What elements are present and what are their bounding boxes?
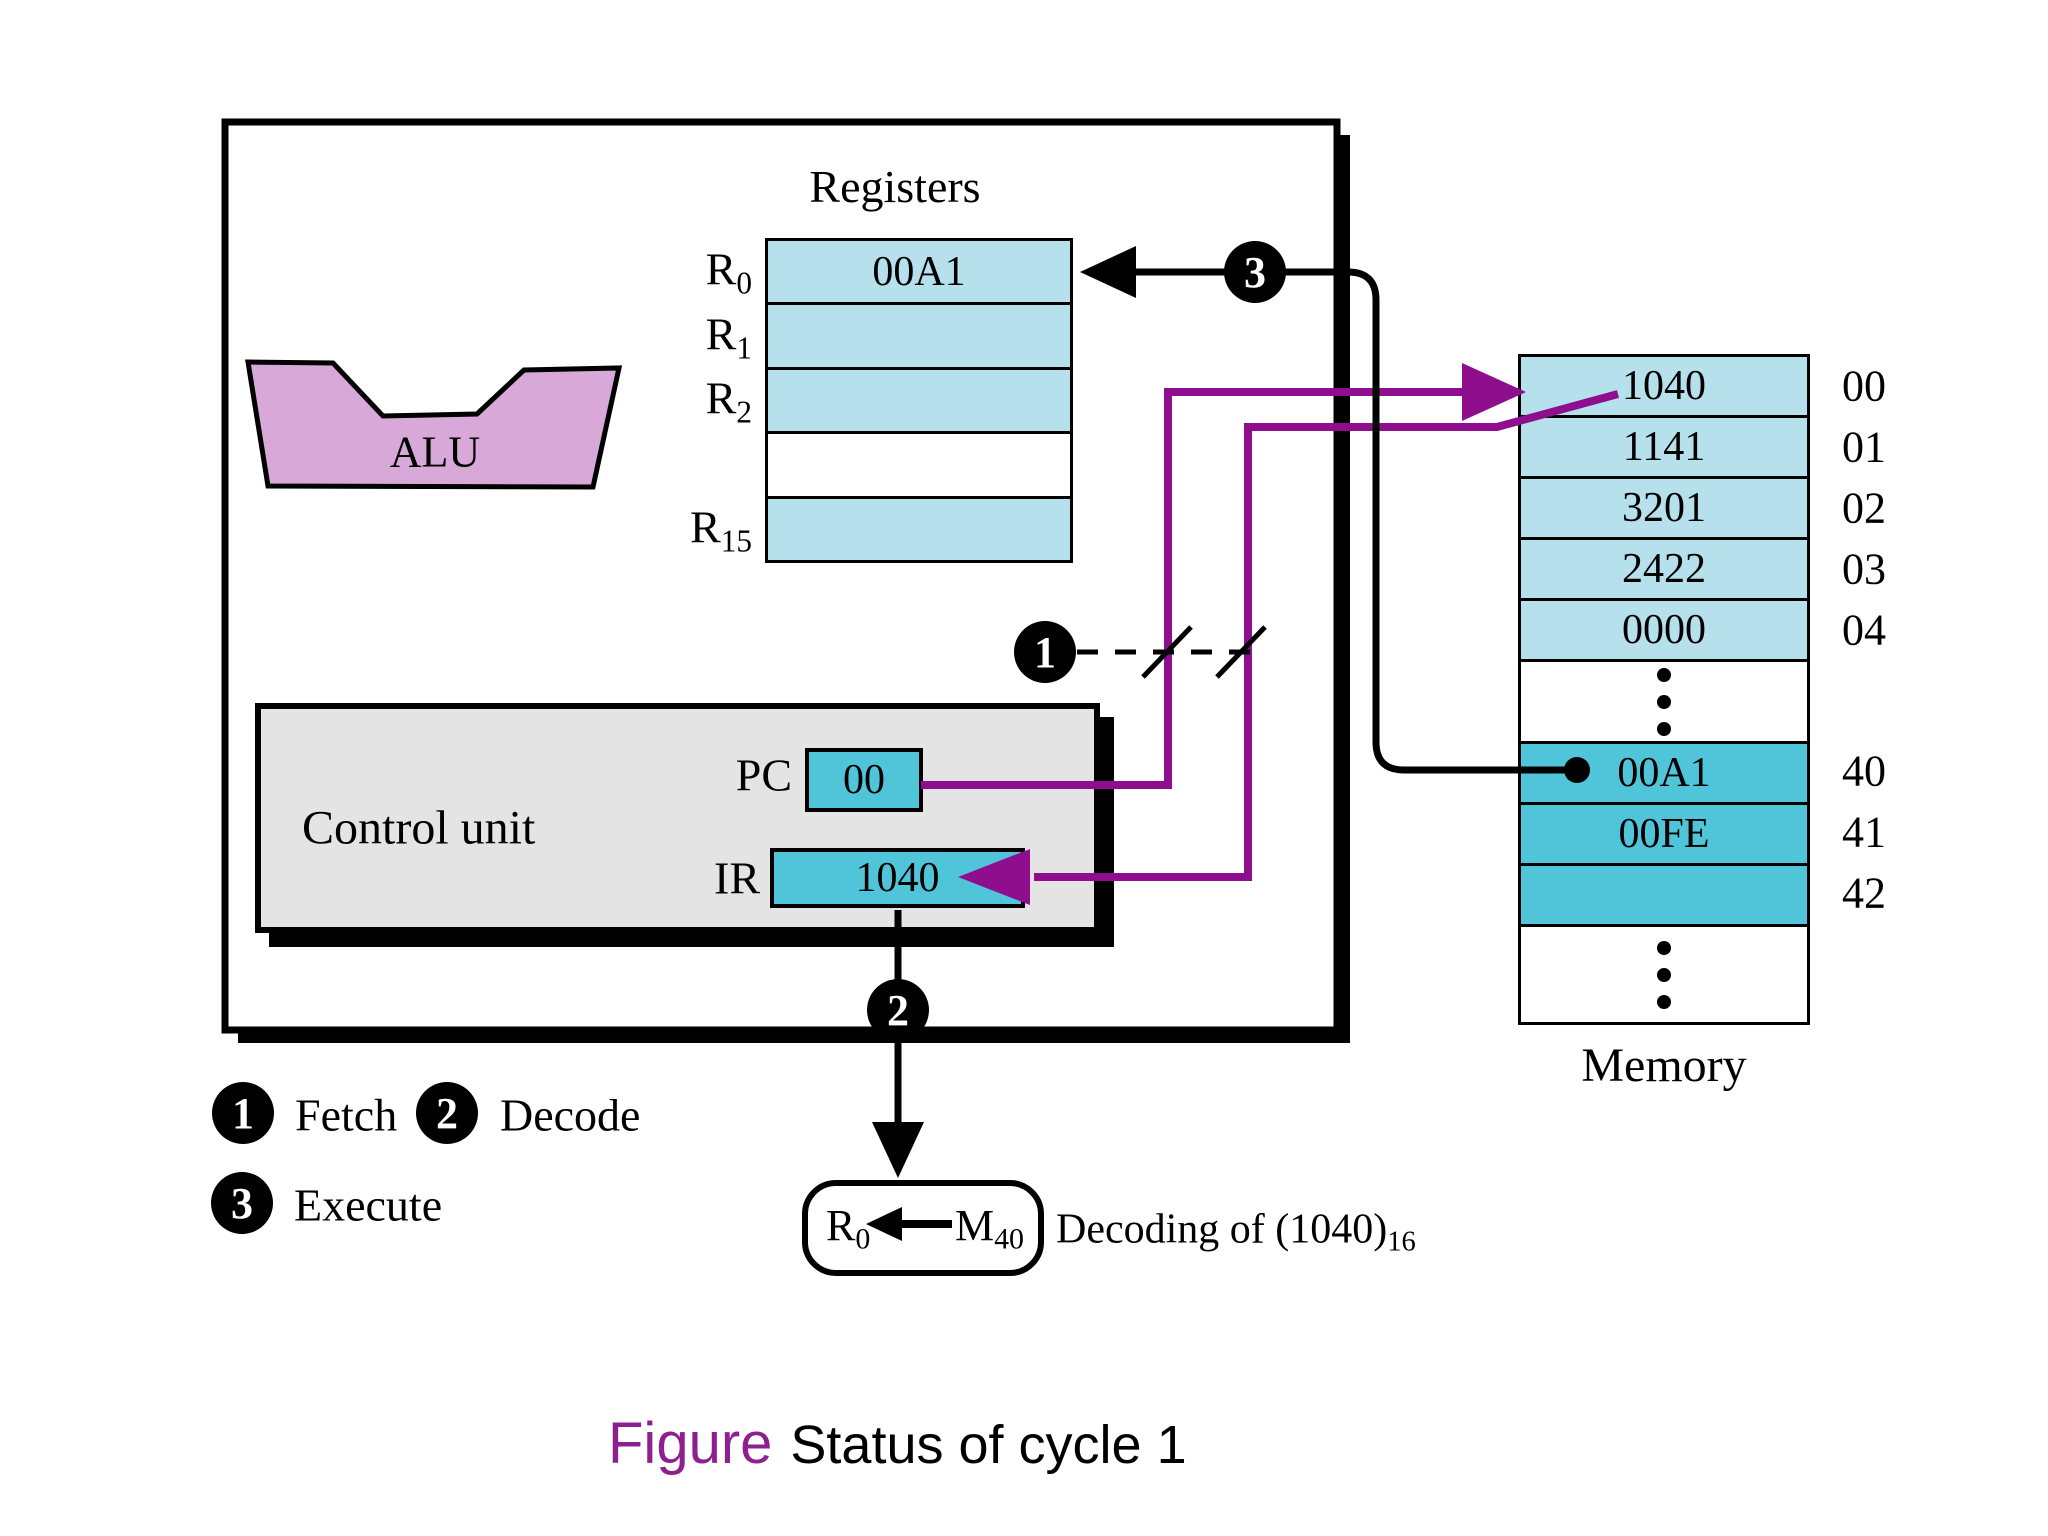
register-file: 00A1 <box>765 238 1073 563</box>
memory-cell-03: 2422 <box>1521 537 1807 598</box>
memory-address-40: 40 <box>1842 746 1886 796</box>
memory-address-42: 42 <box>1842 868 1886 918</box>
memory-cell-42 <box>1521 863 1807 924</box>
memory-cell-01: 1141 <box>1521 415 1807 476</box>
memory-label: Memory <box>1581 1039 1747 1092</box>
register-label-r15: R15 <box>690 501 752 559</box>
control-unit-label: Control unit <box>302 801 536 855</box>
memory-ellipsis-lower <box>1521 924 1807 1022</box>
decoding-note: Decoding of (1040)16 <box>1056 1206 1416 1258</box>
memory-table: 1040 1141 3201 2422 0000 00A1 00FE <box>1518 354 1810 1025</box>
memory-cell-02: 3201 <box>1521 476 1807 537</box>
figure-caption-title: Status of cycle 1 <box>790 1415 1187 1475</box>
legend-badge-execute: 3 <box>211 1172 273 1234</box>
figure-caption: Figure Status of cycle 1 <box>608 1410 1187 1477</box>
register-label-r0: R0 <box>705 243 752 301</box>
legend-badge-decode: 2 <box>416 1082 478 1144</box>
legend-label-fetch: Fetch <box>295 1089 398 1141</box>
memory-cell-04: 0000 <box>1521 598 1807 659</box>
legend-badge-fetch: 1 <box>212 1082 274 1144</box>
register-cell-r0: 00A1 <box>768 241 1070 303</box>
legend-label-execute: Execute <box>294 1179 443 1231</box>
registers-title: Registers <box>809 161 981 212</box>
register-cell-r15 <box>768 495 1070 561</box>
pc-label: PC <box>735 749 792 801</box>
memory-address-02: 02 <box>1842 483 1886 533</box>
register-cell-gap <box>768 431 1070 496</box>
register-cell-r2 <box>768 366 1070 432</box>
memory-address-04: 04 <box>1842 605 1886 655</box>
badge-decode: 2 <box>867 979 929 1041</box>
register-label-r2: R2 <box>705 372 752 430</box>
pc-register: 00 <box>805 748 923 812</box>
register-label-r1: R1 <box>705 308 752 366</box>
decode-dest-register: R0 <box>826 1200 871 1256</box>
alu-label: ALU <box>389 427 481 477</box>
memory-cell-40: 00A1 <box>1521 741 1807 802</box>
badge-fetch: 1 <box>1014 621 1076 683</box>
register-cell-r1 <box>768 302 1070 367</box>
memory-ellipsis-upper <box>1521 659 1807 741</box>
memory-address-01: 01 <box>1842 422 1886 472</box>
figure-caption-label: Figure <box>608 1411 773 1476</box>
legend-label-decode: Decode <box>500 1089 641 1141</box>
memory-address-41: 41 <box>1842 807 1886 857</box>
memory-cell-41: 00FE <box>1521 802 1807 863</box>
memory-address-00: 00 <box>1842 361 1886 411</box>
ir-label: IR <box>714 852 760 904</box>
decode-src-memory: M40 <box>954 1200 1024 1256</box>
badge-execute: 3 <box>1224 241 1286 303</box>
memory-cell-00: 1040 <box>1521 357 1807 415</box>
memory-address-03: 03 <box>1842 544 1886 594</box>
decode-result-box: R0 M40 <box>802 1180 1044 1276</box>
ir-register: 1040 <box>770 848 1025 908</box>
